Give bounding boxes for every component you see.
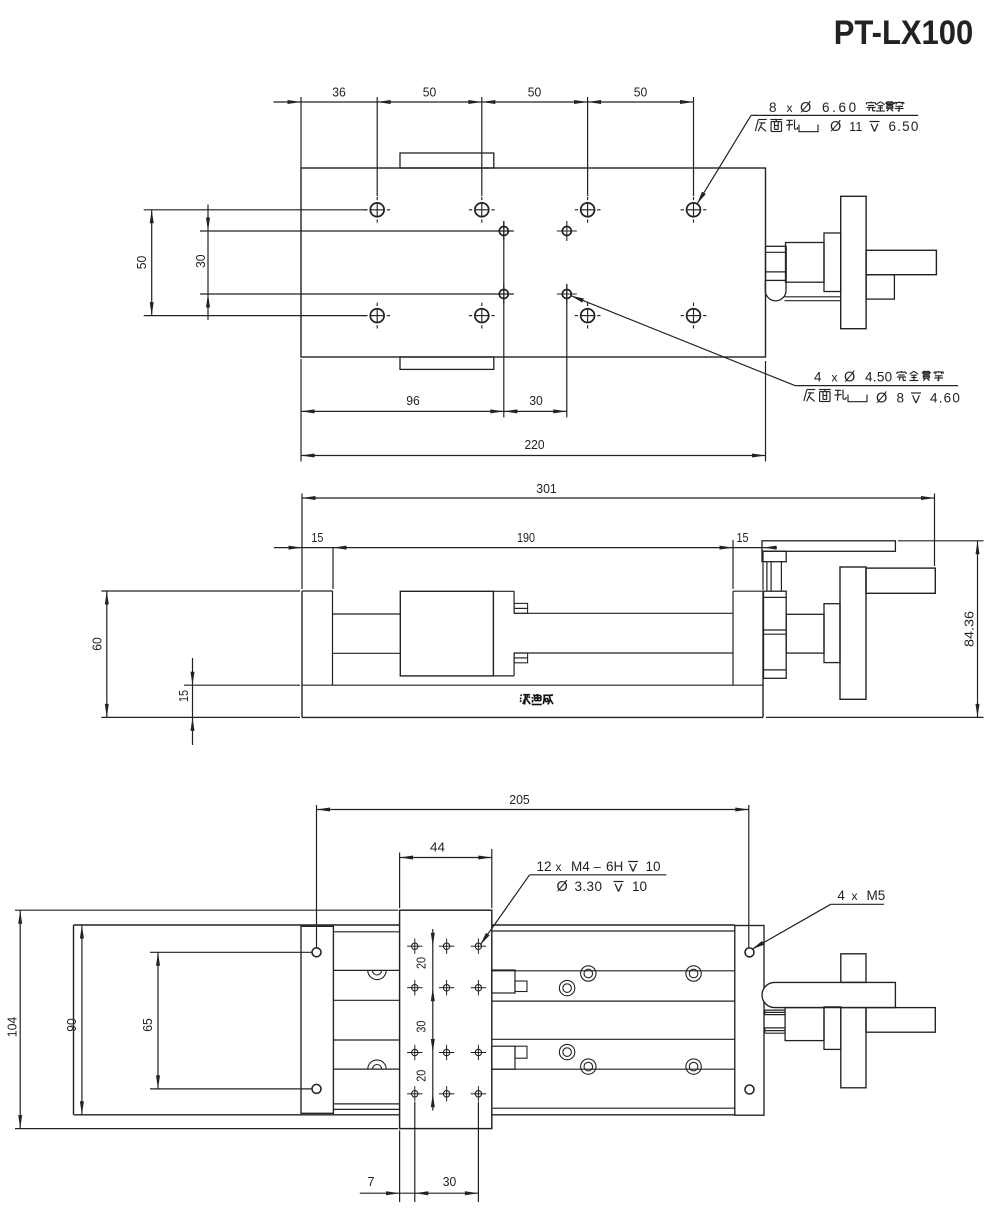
svg-text:30: 30 [529,393,543,408]
svg-text:30: 30 [193,255,208,269]
svg-text:65: 65 [140,1018,155,1032]
svg-text:Ø: Ø [800,100,811,116]
svg-text:4.50: 4.50 [865,370,892,385]
svg-text:36: 36 [332,85,346,100]
svg-text:x: x [852,889,858,903]
svg-text:x: x [787,101,793,115]
svg-text:7: 7 [368,1174,375,1189]
svg-text:96: 96 [406,393,420,408]
svg-text:6.60: 6.60 [822,100,859,115]
svg-text:PT-LX100: PT-LX100 [834,14,974,52]
svg-text:Ø: Ø [844,370,855,386]
svg-text:x: x [556,860,562,874]
svg-text:12: 12 [537,859,552,874]
svg-text:–: – [594,859,602,874]
svg-text:50: 50 [528,85,542,100]
svg-text:Ø: Ø [557,879,568,895]
svg-text:15: 15 [176,690,191,702]
svg-text:104: 104 [5,1017,20,1038]
svg-text:10: 10 [632,879,647,894]
svg-text:Ø: Ø [876,391,887,407]
svg-text:20: 20 [414,1070,429,1082]
svg-text:M4: M4 [571,859,590,874]
svg-text:10: 10 [646,859,661,874]
svg-text:6H: 6H [606,859,623,874]
svg-text:30: 30 [414,1021,429,1033]
svg-text:4: 4 [837,888,845,903]
svg-text:50: 50 [423,85,437,100]
svg-text:6.50: 6.50 [889,119,920,134]
svg-text:Ø: Ø [830,119,841,135]
svg-text:M5: M5 [867,888,886,903]
svg-text:50: 50 [134,256,149,270]
svg-text:190: 190 [517,530,535,545]
svg-text:8: 8 [897,391,905,406]
svg-text:205: 205 [509,792,530,807]
svg-text:44: 44 [430,840,445,855]
svg-text:220: 220 [525,437,545,452]
svg-text:50: 50 [634,85,648,100]
svg-text:20: 20 [414,957,429,969]
svg-text:301: 301 [536,481,557,496]
svg-text:84.36: 84.36 [962,611,977,647]
svg-text:60: 60 [90,637,105,651]
svg-text:8: 8 [769,100,777,115]
svg-text:90: 90 [64,1018,79,1032]
svg-text:11: 11 [849,119,863,134]
svg-text:30: 30 [443,1174,457,1189]
svg-text:15: 15 [311,530,323,545]
svg-text:15: 15 [737,530,749,545]
svg-text:4: 4 [814,370,822,385]
svg-text:x: x [832,371,838,385]
svg-text:3.30: 3.30 [575,879,603,894]
svg-text:4.60: 4.60 [930,391,961,406]
